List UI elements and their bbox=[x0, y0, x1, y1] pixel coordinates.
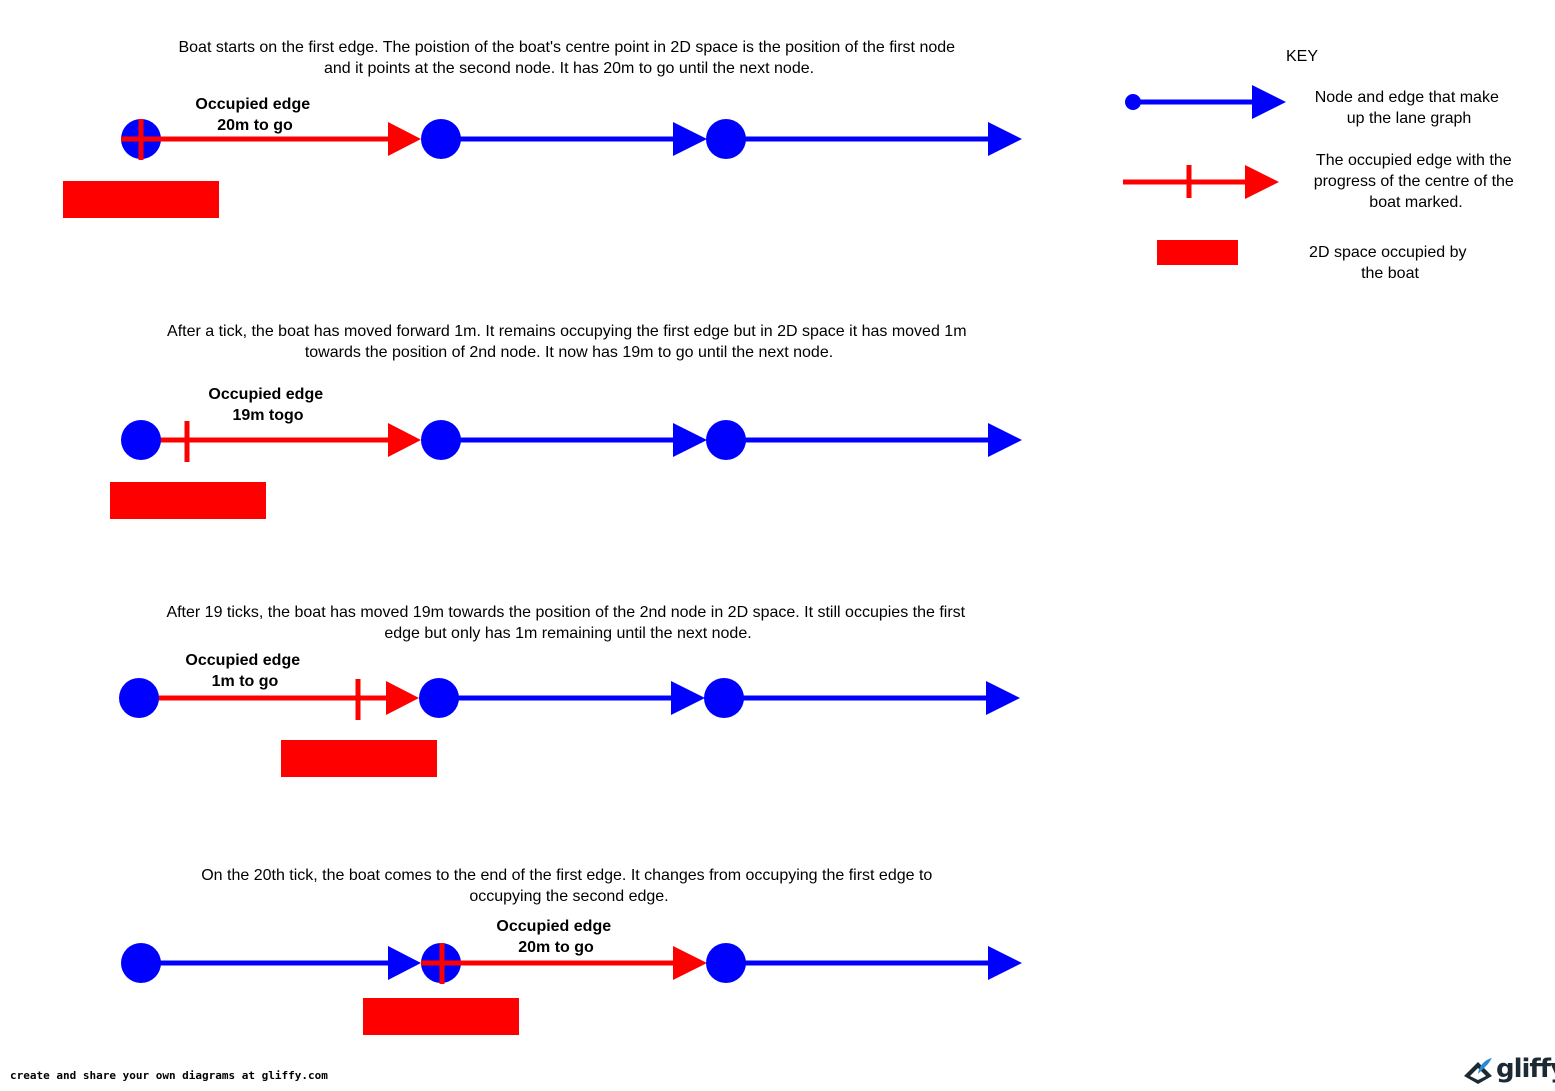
gliffy-logo[interactable]: gliffy bbox=[1462, 1052, 1555, 1088]
step-3: After 19 ticks, the boat has moved 19m t… bbox=[119, 604, 1020, 777]
node-1 bbox=[121, 943, 161, 983]
boat-2d-space bbox=[281, 740, 437, 777]
step-caption: On the 20th tick, the boat comes to the … bbox=[201, 867, 937, 905]
edge-3-arrowhead bbox=[988, 122, 1022, 156]
node-2 bbox=[419, 678, 459, 718]
lane-graph bbox=[121, 119, 1022, 160]
key-title: KEY bbox=[1286, 48, 1318, 65]
node-1 bbox=[119, 678, 159, 718]
node-3 bbox=[704, 678, 744, 718]
node-2 bbox=[421, 119, 461, 159]
key-item-boat-label: 2D space occupied by the boat bbox=[1309, 244, 1471, 282]
key-occupied-symbol bbox=[1123, 165, 1279, 199]
node-1 bbox=[121, 420, 161, 460]
occupied-edge-2-arrowhead bbox=[673, 946, 707, 980]
node-2 bbox=[421, 420, 461, 460]
occupied-edge-label: Occupied edge 19m togo bbox=[208, 386, 327, 424]
node-3 bbox=[706, 119, 746, 159]
key-item-lane-label: Node and edge that make up the lane grap… bbox=[1315, 89, 1504, 127]
edge-2-arrowhead bbox=[673, 122, 707, 156]
boat-2d-space bbox=[63, 181, 219, 218]
edge-2-arrowhead bbox=[671, 681, 705, 715]
boat-2d-space bbox=[363, 998, 519, 1035]
edge-1-arrowhead bbox=[388, 946, 421, 980]
key: KEY Node and edge that make up the lane … bbox=[1123, 48, 1519, 282]
edge-2-arrowhead bbox=[673, 423, 707, 457]
occupied-edge-label: Occupied edge 20m to go bbox=[195, 96, 314, 134]
edge-3-arrowhead bbox=[986, 681, 1020, 715]
boat-2d-space bbox=[110, 482, 266, 519]
lane-graph bbox=[121, 420, 1022, 462]
occupied-edge-1-arrowhead bbox=[388, 423, 421, 457]
key-boat-symbol bbox=[1157, 240, 1238, 265]
step-4: On the 20th tick, the boat comes to the … bbox=[121, 867, 1022, 1035]
node-3 bbox=[706, 420, 746, 460]
occupied-edge-1-arrowhead bbox=[386, 681, 419, 715]
occupied-edge-label: Occupied edge 1m to go bbox=[185, 652, 304, 690]
gliffy-logo-icon bbox=[1464, 1058, 1492, 1084]
gliffy-logo-text: gliffy bbox=[1496, 1054, 1555, 1084]
step-1: Boat starts on the first edge. The poist… bbox=[63, 39, 1022, 218]
node-3 bbox=[706, 943, 746, 983]
footer-credit[interactable]: create and share your own diagrams at gl… bbox=[10, 1069, 328, 1082]
key-lane-symbol bbox=[1125, 85, 1286, 119]
step-2: After a tick, the boat has moved forward… bbox=[110, 323, 1022, 519]
occupied-edge-label: Occupied edge 20m to go bbox=[496, 918, 615, 956]
step-caption: Boat starts on the first edge. The poist… bbox=[178, 39, 959, 77]
lane-graph bbox=[119, 678, 1020, 720]
step-caption: After a tick, the boat has moved forward… bbox=[167, 323, 971, 361]
edge-3-arrowhead bbox=[988, 423, 1022, 457]
edge-3-arrowhead bbox=[988, 946, 1022, 980]
occupied-edge-1-arrowhead bbox=[388, 122, 421, 156]
key-item-occupied-label: The occupied edge with the progress of t… bbox=[1314, 152, 1519, 211]
lane-graph bbox=[121, 943, 1022, 984]
step-caption: After 19 ticks, the boat has moved 19m t… bbox=[166, 604, 969, 642]
